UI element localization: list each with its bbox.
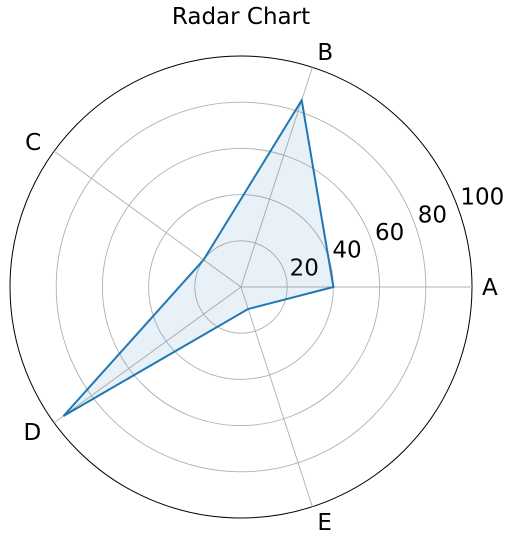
series-layer: [62, 97, 335, 417]
series-line: [62, 97, 335, 417]
category-label: C: [25, 130, 41, 156]
category-label: D: [23, 420, 41, 446]
category-label: B: [317, 40, 333, 66]
r-tick-label: 40: [332, 238, 361, 264]
category-label-layer: A B C D E: [23, 40, 498, 536]
chart-title: Radar Chart: [171, 4, 311, 30]
tick-label-layer: 20 40 60 80 100: [290, 185, 505, 282]
category-label: A: [482, 275, 498, 301]
r-tick-label: 100: [460, 185, 504, 211]
r-tick-label: 80: [418, 202, 447, 228]
r-tick-label: 20: [290, 255, 319, 281]
series-fill: [63, 100, 334, 417]
spoke-line: [53, 150, 242, 288]
r-tick-label: 60: [375, 220, 404, 246]
category-label: E: [317, 510, 332, 536]
grid-layer: [9, 55, 473, 519]
spoke-line: [53, 286, 242, 424]
spoke-line: [240, 286, 313, 507]
